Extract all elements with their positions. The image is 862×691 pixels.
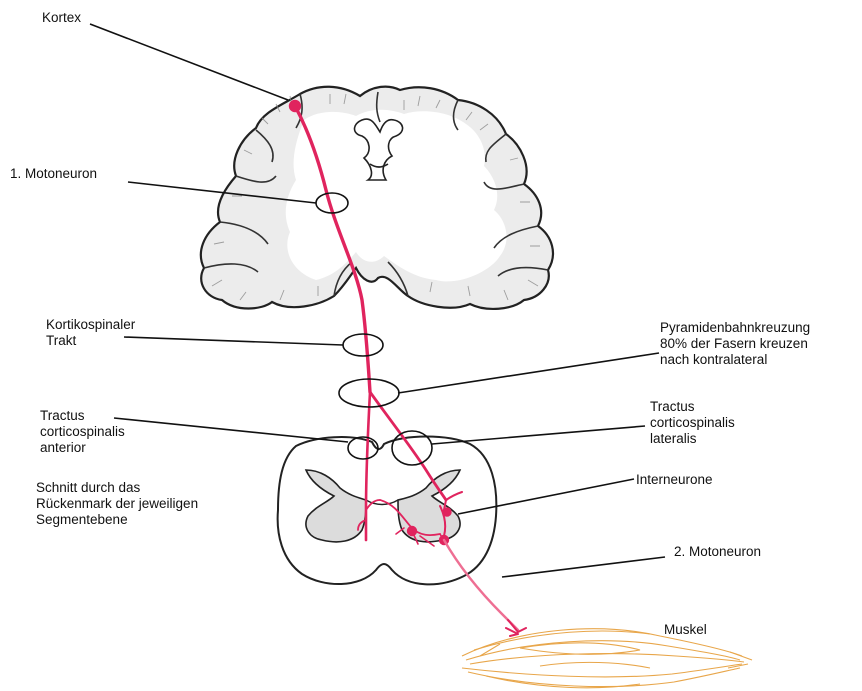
muscle-illustration (462, 629, 752, 688)
label-line: anterior (40, 440, 125, 456)
label-line: 80% der Fasern kreuzen (660, 336, 810, 352)
label-muskel: Muskel (664, 622, 707, 638)
label-line: Tractus (650, 399, 735, 415)
label-muskel-text: Muskel (664, 622, 707, 638)
label-motoneuron1: 1. Motoneuron (10, 166, 97, 182)
leader-motoneuron2 (502, 557, 665, 577)
label-line: Kortikospinaler (46, 317, 135, 333)
brain-coronal-section (201, 87, 553, 309)
spinal-cord-section (278, 437, 497, 585)
label-motoneuron2-text: 2. Motoneuron (674, 544, 761, 560)
label-kortikospinaler-trakt: Kortikospinaler Trakt (46, 317, 135, 349)
label-kortex-text: Kortex (42, 10, 81, 26)
label-line: nach kontralateral (660, 352, 810, 368)
label-line: Schnitt durch das (36, 480, 198, 496)
label-interneurone-text: Interneurone (636, 472, 713, 488)
label-kortex: Kortex (42, 10, 81, 26)
label-line: Tractus (40, 408, 125, 424)
leader-tractus-anterior (114, 418, 348, 442)
label-tractus-anterior: Tractus corticospinalis anterior (40, 408, 125, 456)
label-line: corticospinalis (650, 415, 735, 431)
label-line: Trakt (46, 333, 135, 349)
label-line: corticospinalis (40, 424, 125, 440)
label-motoneuron2: 2. Motoneuron (674, 544, 761, 560)
label-line: Segmentebene (36, 512, 198, 528)
spinal-cord-outline (278, 437, 497, 585)
label-motoneuron1-text: 1. Motoneuron (10, 166, 97, 182)
label-pyramidenbahnkreuzung: Pyramidenbahnkreuzung 80% der Fasern kre… (660, 320, 810, 368)
label-line: lateralis (650, 431, 735, 447)
label-interneurone: Interneurone (636, 472, 713, 488)
label-line: Rückenmark der jeweiligen (36, 496, 198, 512)
leader-tractus-lateralis (432, 426, 645, 444)
label-tractus-lateralis: Tractus corticospinalis lateralis (650, 399, 735, 447)
leader-kortikospinaler (124, 337, 343, 345)
label-line: Pyramidenbahnkreuzung (660, 320, 810, 336)
label-schnitt: Schnitt durch das Rückenmark der jeweili… (36, 480, 198, 528)
leader-kortex (90, 24, 288, 100)
kortikospinaler-marker (343, 334, 383, 356)
leader-pyramiden (398, 353, 659, 393)
